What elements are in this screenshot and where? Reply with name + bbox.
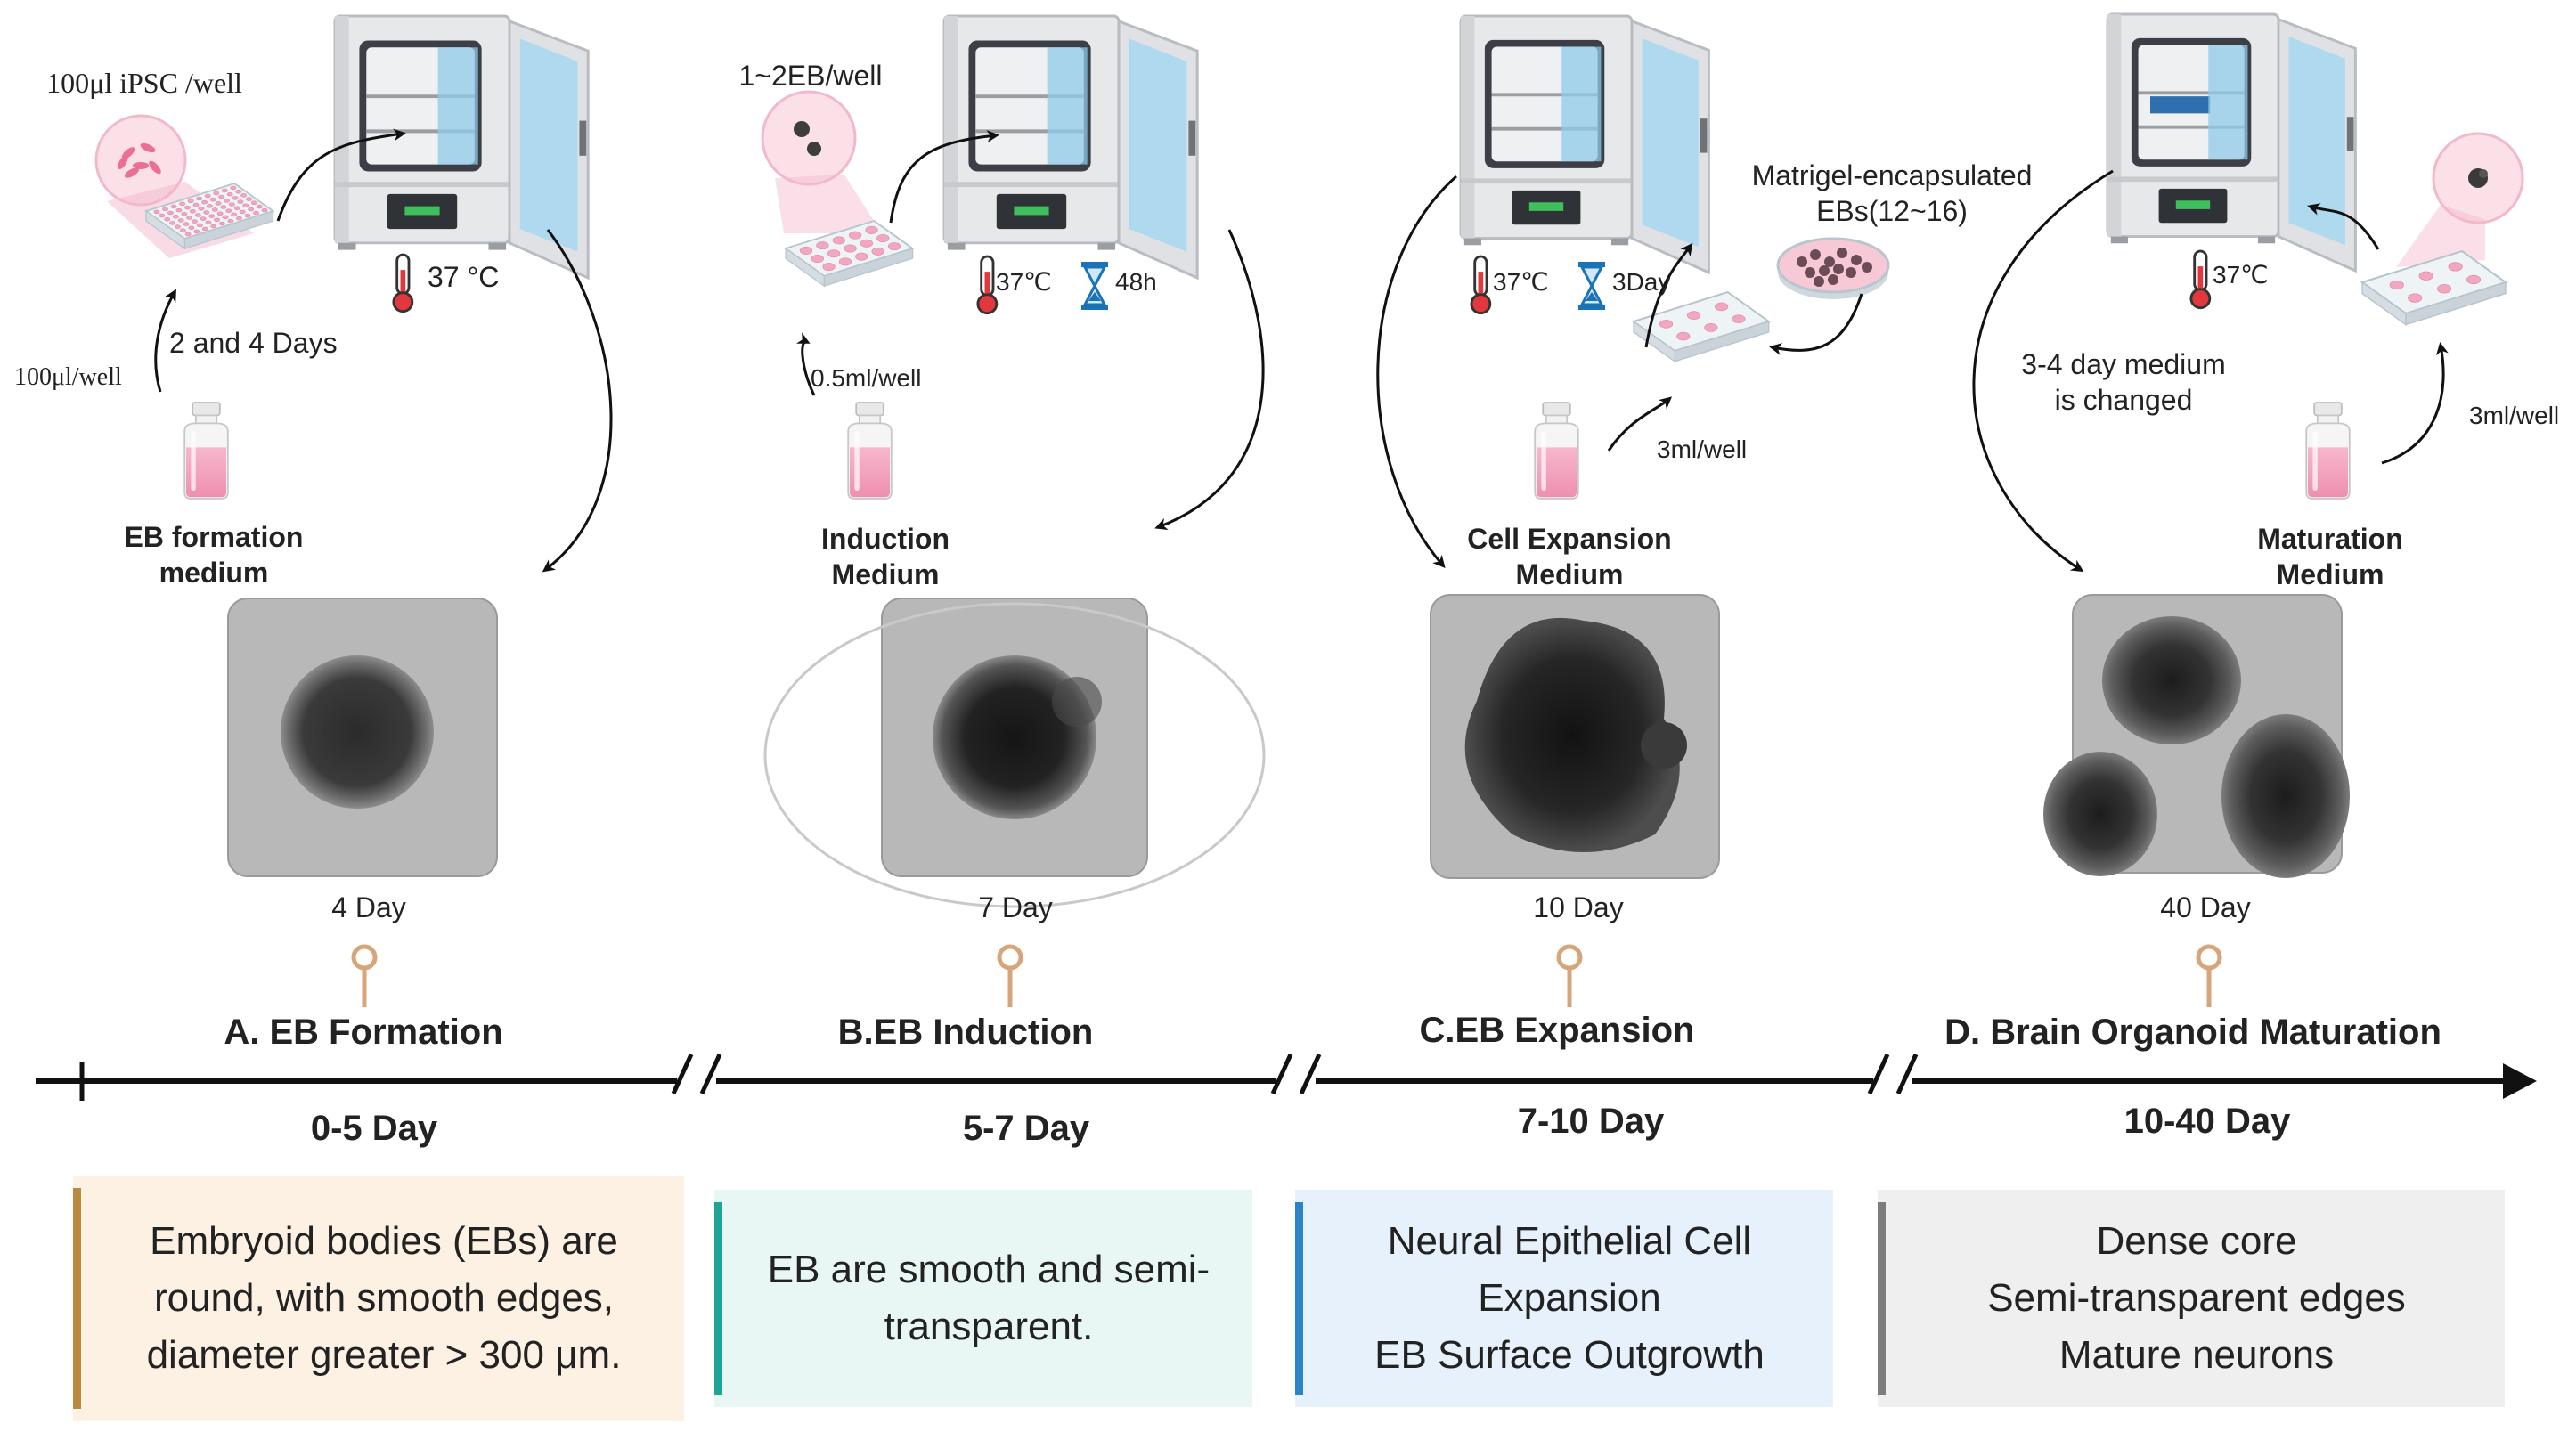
microscope-image xyxy=(2043,594,2350,878)
feed-label: 100μl/well xyxy=(14,363,122,391)
petri-dish-icon xyxy=(1776,237,1890,299)
feed-label: 0.5ml/well xyxy=(811,364,921,392)
flow-arrow xyxy=(1972,169,2114,573)
description-text: Embryoid bodies (EBs) are round, with sm… xyxy=(146,1219,622,1377)
well-plate-icon xyxy=(783,219,915,288)
flow-arrow xyxy=(1154,229,1265,531)
incubator-icon xyxy=(942,14,1199,281)
day-label: 10 Day xyxy=(1533,891,1623,923)
organoid xyxy=(2221,714,2350,878)
medium-bottle-icon xyxy=(1534,402,1579,500)
thermometer-icon xyxy=(392,253,414,313)
hourglass-icon xyxy=(1081,262,1108,310)
timeline-pin-icon xyxy=(1556,944,1583,1007)
phase-title: B.EB Induction xyxy=(838,1013,1094,1052)
timeline-pin-icon xyxy=(351,944,378,1007)
microscope-image xyxy=(1430,594,1720,879)
medium-bottle-icon xyxy=(183,402,229,500)
medium-bottle-icon xyxy=(2305,402,2351,500)
medium-bottle-icon xyxy=(847,402,893,500)
flow-arrow xyxy=(1769,293,1863,355)
organoid xyxy=(2102,616,2241,744)
thermometer-icon xyxy=(2189,249,2212,310)
organoid xyxy=(2043,752,2157,876)
flow-arrow xyxy=(1644,242,1693,348)
description-text: Dense core Semi-transparent edges Mature… xyxy=(1987,1219,2406,1377)
description-box-b: EB are smooth and semi- transparent. xyxy=(714,1190,1252,1407)
cell-magnifier-icon xyxy=(761,90,857,186)
flow-arrow xyxy=(542,229,613,573)
timeline-pin-icon xyxy=(2196,944,2222,1007)
timeline-arrowhead xyxy=(2503,1063,2537,1099)
well-plate-icon xyxy=(2360,249,2508,326)
thermometer-icon xyxy=(976,255,999,315)
phase-range: 10-40 Day xyxy=(2124,1102,2292,1141)
day-label: 4 Day xyxy=(331,891,406,923)
temperature-label: 37 °C xyxy=(428,261,499,293)
description-text: EB are smooth and semi- transparent. xyxy=(767,1248,1211,1348)
flow-arrow xyxy=(1607,396,1673,452)
plate-label: 1~2EB/well xyxy=(739,60,883,92)
well-plate-icon xyxy=(143,182,275,250)
incubator-icon xyxy=(1459,14,1710,275)
phase-title: D. Brain Organoid Maturation xyxy=(1944,1013,2441,1052)
cell-magnifier-icon xyxy=(2432,132,2524,224)
embryoid-body xyxy=(1464,617,1680,852)
incubator-icon xyxy=(2106,12,2357,273)
accent-bar xyxy=(714,1202,722,1395)
flow-arrow xyxy=(154,289,176,393)
cell-magnifier-icon xyxy=(94,114,187,207)
axis-break-icon xyxy=(671,1053,722,1095)
day-label: 7 Day xyxy=(978,891,1053,923)
time-label: 3Day xyxy=(1612,268,1670,296)
time-label: 48h xyxy=(1115,268,1157,296)
temperature-label: 37℃ xyxy=(2213,261,2269,289)
accent-bar xyxy=(73,1188,81,1409)
accent-bar xyxy=(1295,1202,1303,1395)
axis-break-icon xyxy=(1270,1053,1322,1095)
thermometer-icon xyxy=(1470,255,1492,315)
phase-title: C.EB Expansion xyxy=(1420,1011,1695,1050)
day-label: 40 Day xyxy=(2160,891,2250,923)
flow-arrow xyxy=(1376,175,1457,569)
flow-arrow xyxy=(795,332,816,396)
axis-break-icon xyxy=(1867,1053,1919,1095)
phase-range: 0-5 Day xyxy=(311,1109,438,1148)
temperature-label: 37℃ xyxy=(1493,268,1549,296)
description-text: Neural Epithelial Cell Expansion EB Surf… xyxy=(1374,1219,1765,1377)
microscope-image xyxy=(227,598,498,877)
well-plate-icon xyxy=(1631,290,1771,363)
interval-label: 2 and 4 Days xyxy=(169,327,338,359)
embryoid-body xyxy=(281,655,434,809)
feed-label: 3ml/well xyxy=(1657,435,1747,463)
plate-label: 100μl iPSC /well xyxy=(46,67,242,99)
phase-range: 7-10 Day xyxy=(1518,1102,1665,1141)
description-box-c: Neural Epithelial Cell Expansion EB Surf… xyxy=(1295,1190,1833,1407)
flow-arrow xyxy=(2381,342,2449,465)
phase-title: A. EB Formation xyxy=(224,1013,502,1052)
accent-bar xyxy=(1878,1202,1886,1395)
incubator-icon xyxy=(333,14,590,281)
phase-range: 5-7 Day xyxy=(963,1109,1090,1148)
description-box-d: Dense core Semi-transparent edges Mature… xyxy=(1878,1190,2505,1407)
flow-arrow xyxy=(889,130,999,224)
description-box-a: Embryoid bodies (EBs) are round, with sm… xyxy=(73,1176,684,1421)
temperature-label: 37℃ xyxy=(996,268,1052,296)
feed-label: 3ml/well xyxy=(2469,402,2559,429)
flow-arrow xyxy=(276,128,406,222)
microscope-image xyxy=(763,598,1266,908)
flow-arrow xyxy=(2307,203,2380,250)
hourglass-icon xyxy=(1578,262,1605,310)
timeline-pin-icon xyxy=(997,944,1023,1007)
